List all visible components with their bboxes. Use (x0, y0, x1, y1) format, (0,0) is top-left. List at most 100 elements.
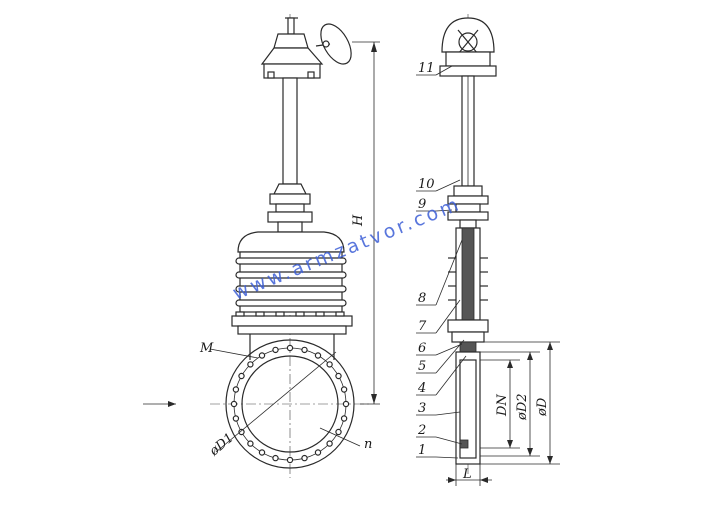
part-label-11: 11 (418, 61, 435, 76)
body-bonnet-flange (231, 315, 353, 327)
part-leader-11 (435, 65, 453, 76)
part-label-2: 2 (417, 423, 426, 438)
bolt-hole (230, 400, 238, 408)
bolt-head (267, 71, 275, 79)
side-yoke (453, 185, 483, 197)
l-arrow-right (480, 477, 488, 483)
side-wedge-top (459, 341, 477, 353)
part-label-6: 6 (418, 341, 426, 356)
bolt-hole (301, 454, 308, 462)
bolt-hole (247, 361, 254, 368)
part-label-9: 9 (418, 197, 426, 212)
part-leader-2 (435, 436, 463, 445)
flow-arrow-head (168, 401, 176, 407)
part-label-3: 3 (418, 401, 426, 416)
h-arrow-top (371, 42, 377, 52)
d-arrow (547, 342, 553, 350)
bolt-hole (238, 372, 245, 380)
part-leader-7 (435, 299, 461, 334)
dim-d2: øD2 (515, 393, 530, 421)
m-leader (209, 348, 259, 359)
bolt (335, 311, 345, 317)
handwheel-hub (322, 40, 330, 48)
d1-leader (215, 351, 337, 453)
gearbox-flange (439, 65, 497, 77)
l-arrow-left (448, 477, 456, 483)
label-d1: øD1 (206, 431, 237, 460)
side-body-top (451, 331, 485, 343)
handwheel-disk (320, 23, 352, 65)
bolt-hole (326, 361, 333, 368)
body-neck (249, 334, 335, 360)
actuator-body (260, 47, 324, 65)
d2-arrow (527, 448, 533, 456)
label-n: n (364, 437, 372, 452)
bonnet-rib (235, 299, 347, 307)
side-wedge (459, 359, 477, 459)
bolt (275, 311, 285, 317)
n-leader (319, 427, 361, 447)
side-body-flange (447, 319, 489, 333)
yoke-top (273, 183, 307, 195)
support-column (282, 77, 298, 185)
bolt-hole (238, 428, 245, 436)
part-label-5: 5 (418, 359, 426, 374)
bolt-hole (326, 440, 333, 447)
side-stem-section (461, 227, 475, 321)
bonnet-rib (235, 271, 347, 279)
part-label-4: 4 (417, 381, 426, 396)
dim-dn: DN (495, 394, 510, 417)
top-stub (287, 17, 295, 35)
bolt-hole (247, 440, 254, 447)
bolt-hole (342, 400, 350, 408)
bolt-hole (286, 456, 294, 464)
part-leader-4 (435, 355, 467, 396)
bolt-hole (232, 386, 240, 393)
d-arrow (547, 456, 553, 464)
side-seat (459, 439, 469, 449)
part-label-8: 8 (418, 291, 426, 306)
actuator-neck (273, 33, 309, 49)
bolt-hole (272, 454, 279, 462)
yoke-flange (269, 193, 311, 205)
bolt-hole (258, 449, 266, 456)
bolt (295, 311, 305, 317)
bolt-hole (314, 449, 322, 456)
bonnet-rib (235, 257, 347, 265)
side-packing (459, 219, 477, 229)
part-leader-3 (435, 411, 461, 416)
flange-bolts (235, 311, 345, 317)
part-label-1: 1 (418, 443, 426, 458)
bolt-hole (258, 352, 266, 359)
bolt-hole (335, 372, 342, 380)
bolt-hole (272, 346, 279, 354)
d2-arrow (527, 352, 533, 360)
dn-arrow (507, 360, 513, 368)
part-label-7: 7 (418, 319, 427, 334)
part-label-10: 10 (418, 177, 435, 192)
pipe-flange-outer (225, 339, 355, 469)
bonnet-rib (235, 285, 347, 293)
gearbox-base (445, 51, 491, 67)
yoke-body (275, 203, 305, 213)
gear-spoke (457, 29, 479, 55)
bolt (235, 311, 245, 317)
bolt-hole (301, 346, 308, 354)
bolt (255, 311, 265, 317)
bolt-hole (335, 428, 342, 436)
bolt-hole (286, 344, 294, 352)
bolt-hole (340, 415, 348, 422)
part-leader-6 (435, 343, 463, 356)
part-leaders: 1 2 3 4 5 6 7 8 9 10 11 (416, 61, 467, 459)
bolt-head (307, 71, 315, 79)
dim-l: L (462, 467, 472, 482)
label-h: H (351, 214, 366, 227)
bolt-hole (340, 386, 348, 393)
part-leader-9 (435, 209, 453, 212)
bonnet-dome (237, 231, 345, 253)
bolt-hole (232, 415, 240, 422)
pipe-bore (241, 355, 339, 453)
